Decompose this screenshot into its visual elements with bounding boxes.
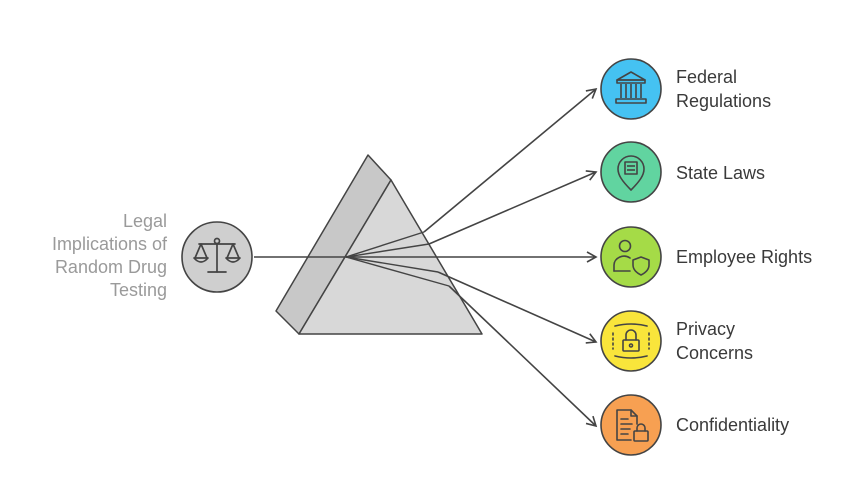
map-pin-document-icon [617, 155, 645, 191]
source-label-line: Legal [122, 211, 167, 231]
source-label-line: Testing [109, 280, 167, 300]
node-confidentiality-circle [600, 394, 662, 456]
output-label-line: Confidentiality [676, 415, 790, 435]
output-label-line: Privacy [676, 319, 736, 339]
node-privacy-circle [600, 310, 662, 372]
output-label-line: State Laws [676, 163, 766, 183]
locked-document-icon [616, 409, 649, 442]
courthouse-icon [615, 71, 647, 104]
padlock-icon [612, 323, 650, 359]
node-state-laws [600, 141, 662, 203]
source-label-line: Random Drug [54, 257, 167, 277]
user-shield-icon [613, 239, 650, 276]
node-state-circle [600, 141, 662, 203]
beam-privacy [345, 256, 598, 344]
beam-federal [345, 87, 598, 258]
output-label-line: Employee Rights [676, 247, 813, 267]
node-employee-circle [600, 226, 662, 288]
node-federal-regulations [600, 58, 662, 120]
source-label-line: Implications of [51, 234, 167, 254]
beam-confidentiality [345, 256, 598, 428]
node-confidentiality [600, 394, 662, 456]
source-node [181, 221, 253, 293]
prism [275, 154, 483, 335]
node-privacy-concerns [600, 310, 662, 372]
beam-state [345, 170, 598, 258]
scales-of-justice-icon [193, 237, 241, 273]
output-label-line: Federal [676, 67, 738, 87]
output-label-line: Regulations [676, 91, 772, 111]
output-label-line: Concerns [676, 343, 754, 363]
node-employee-rights [600, 226, 662, 288]
